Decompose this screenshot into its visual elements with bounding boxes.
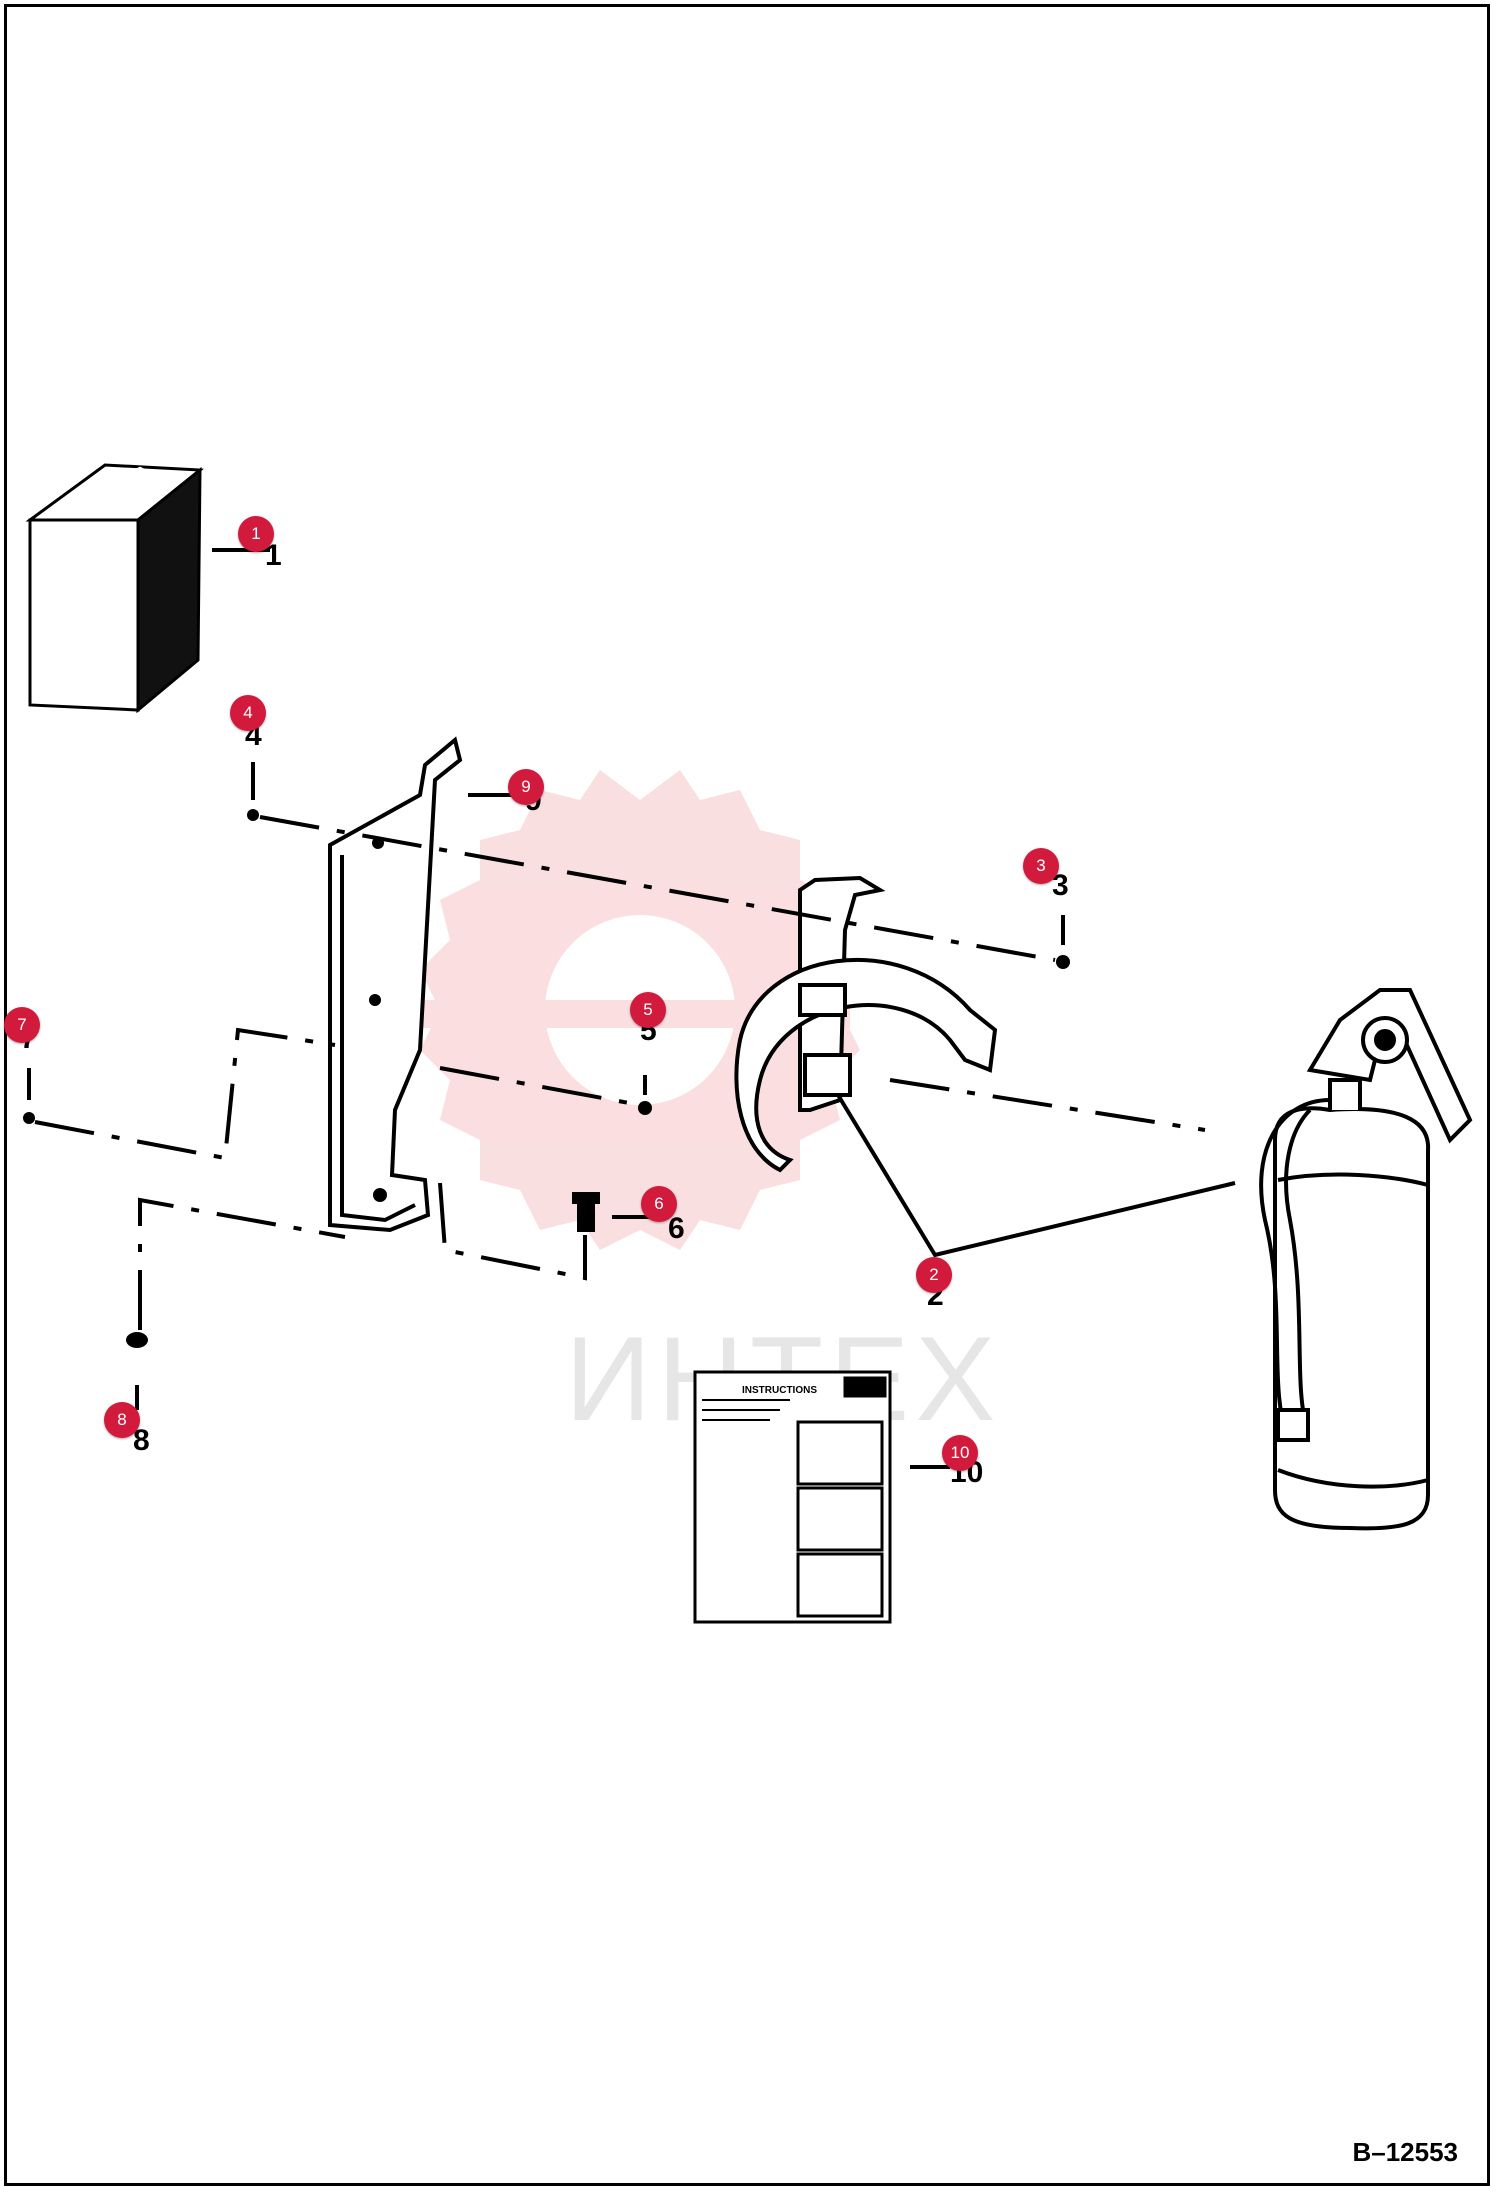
printed-number-3: 3: [1052, 869, 1069, 902]
callout-8[interactable]: 8: [104, 1402, 140, 1438]
callout-3[interactable]: 3: [1023, 848, 1059, 884]
drawing-number: B–12553: [1352, 2137, 1458, 2167]
fire-extinguisher: [1259, 988, 1473, 1531]
callout-10[interactable]: 10: [942, 1435, 978, 1471]
callout-2[interactable]: 2: [916, 1257, 952, 1293]
printed-number-6: 6: [668, 1212, 685, 1245]
printed-number-8: 8: [133, 1424, 150, 1457]
instruction-card-heading: INSTRUCTIONS: [742, 1385, 817, 1396]
leader-lines: [27, 548, 1236, 1469]
instruction-card: [693, 1370, 892, 1624]
callout-5[interactable]: 5: [630, 992, 666, 1028]
assembly-lines: [34, 815, 1206, 1330]
callout-6[interactable]: 6: [641, 1186, 677, 1222]
hardware-parts: [23, 809, 1070, 1348]
callout-4[interactable]: 4: [230, 695, 266, 731]
manual-box: [25, 463, 204, 714]
extinguisher-holder: [734, 875, 998, 1173]
printed-item-numbers: 1 2 3 4 5 6 7 8 9 10: [20, 539, 1069, 1489]
callout-1[interactable]: 1: [238, 516, 274, 552]
callout-9[interactable]: 9: [508, 769, 544, 805]
mounting-bracket: [328, 736, 463, 1233]
printed-number-1: 1: [265, 539, 282, 572]
callout-7[interactable]: 7: [4, 1007, 40, 1043]
